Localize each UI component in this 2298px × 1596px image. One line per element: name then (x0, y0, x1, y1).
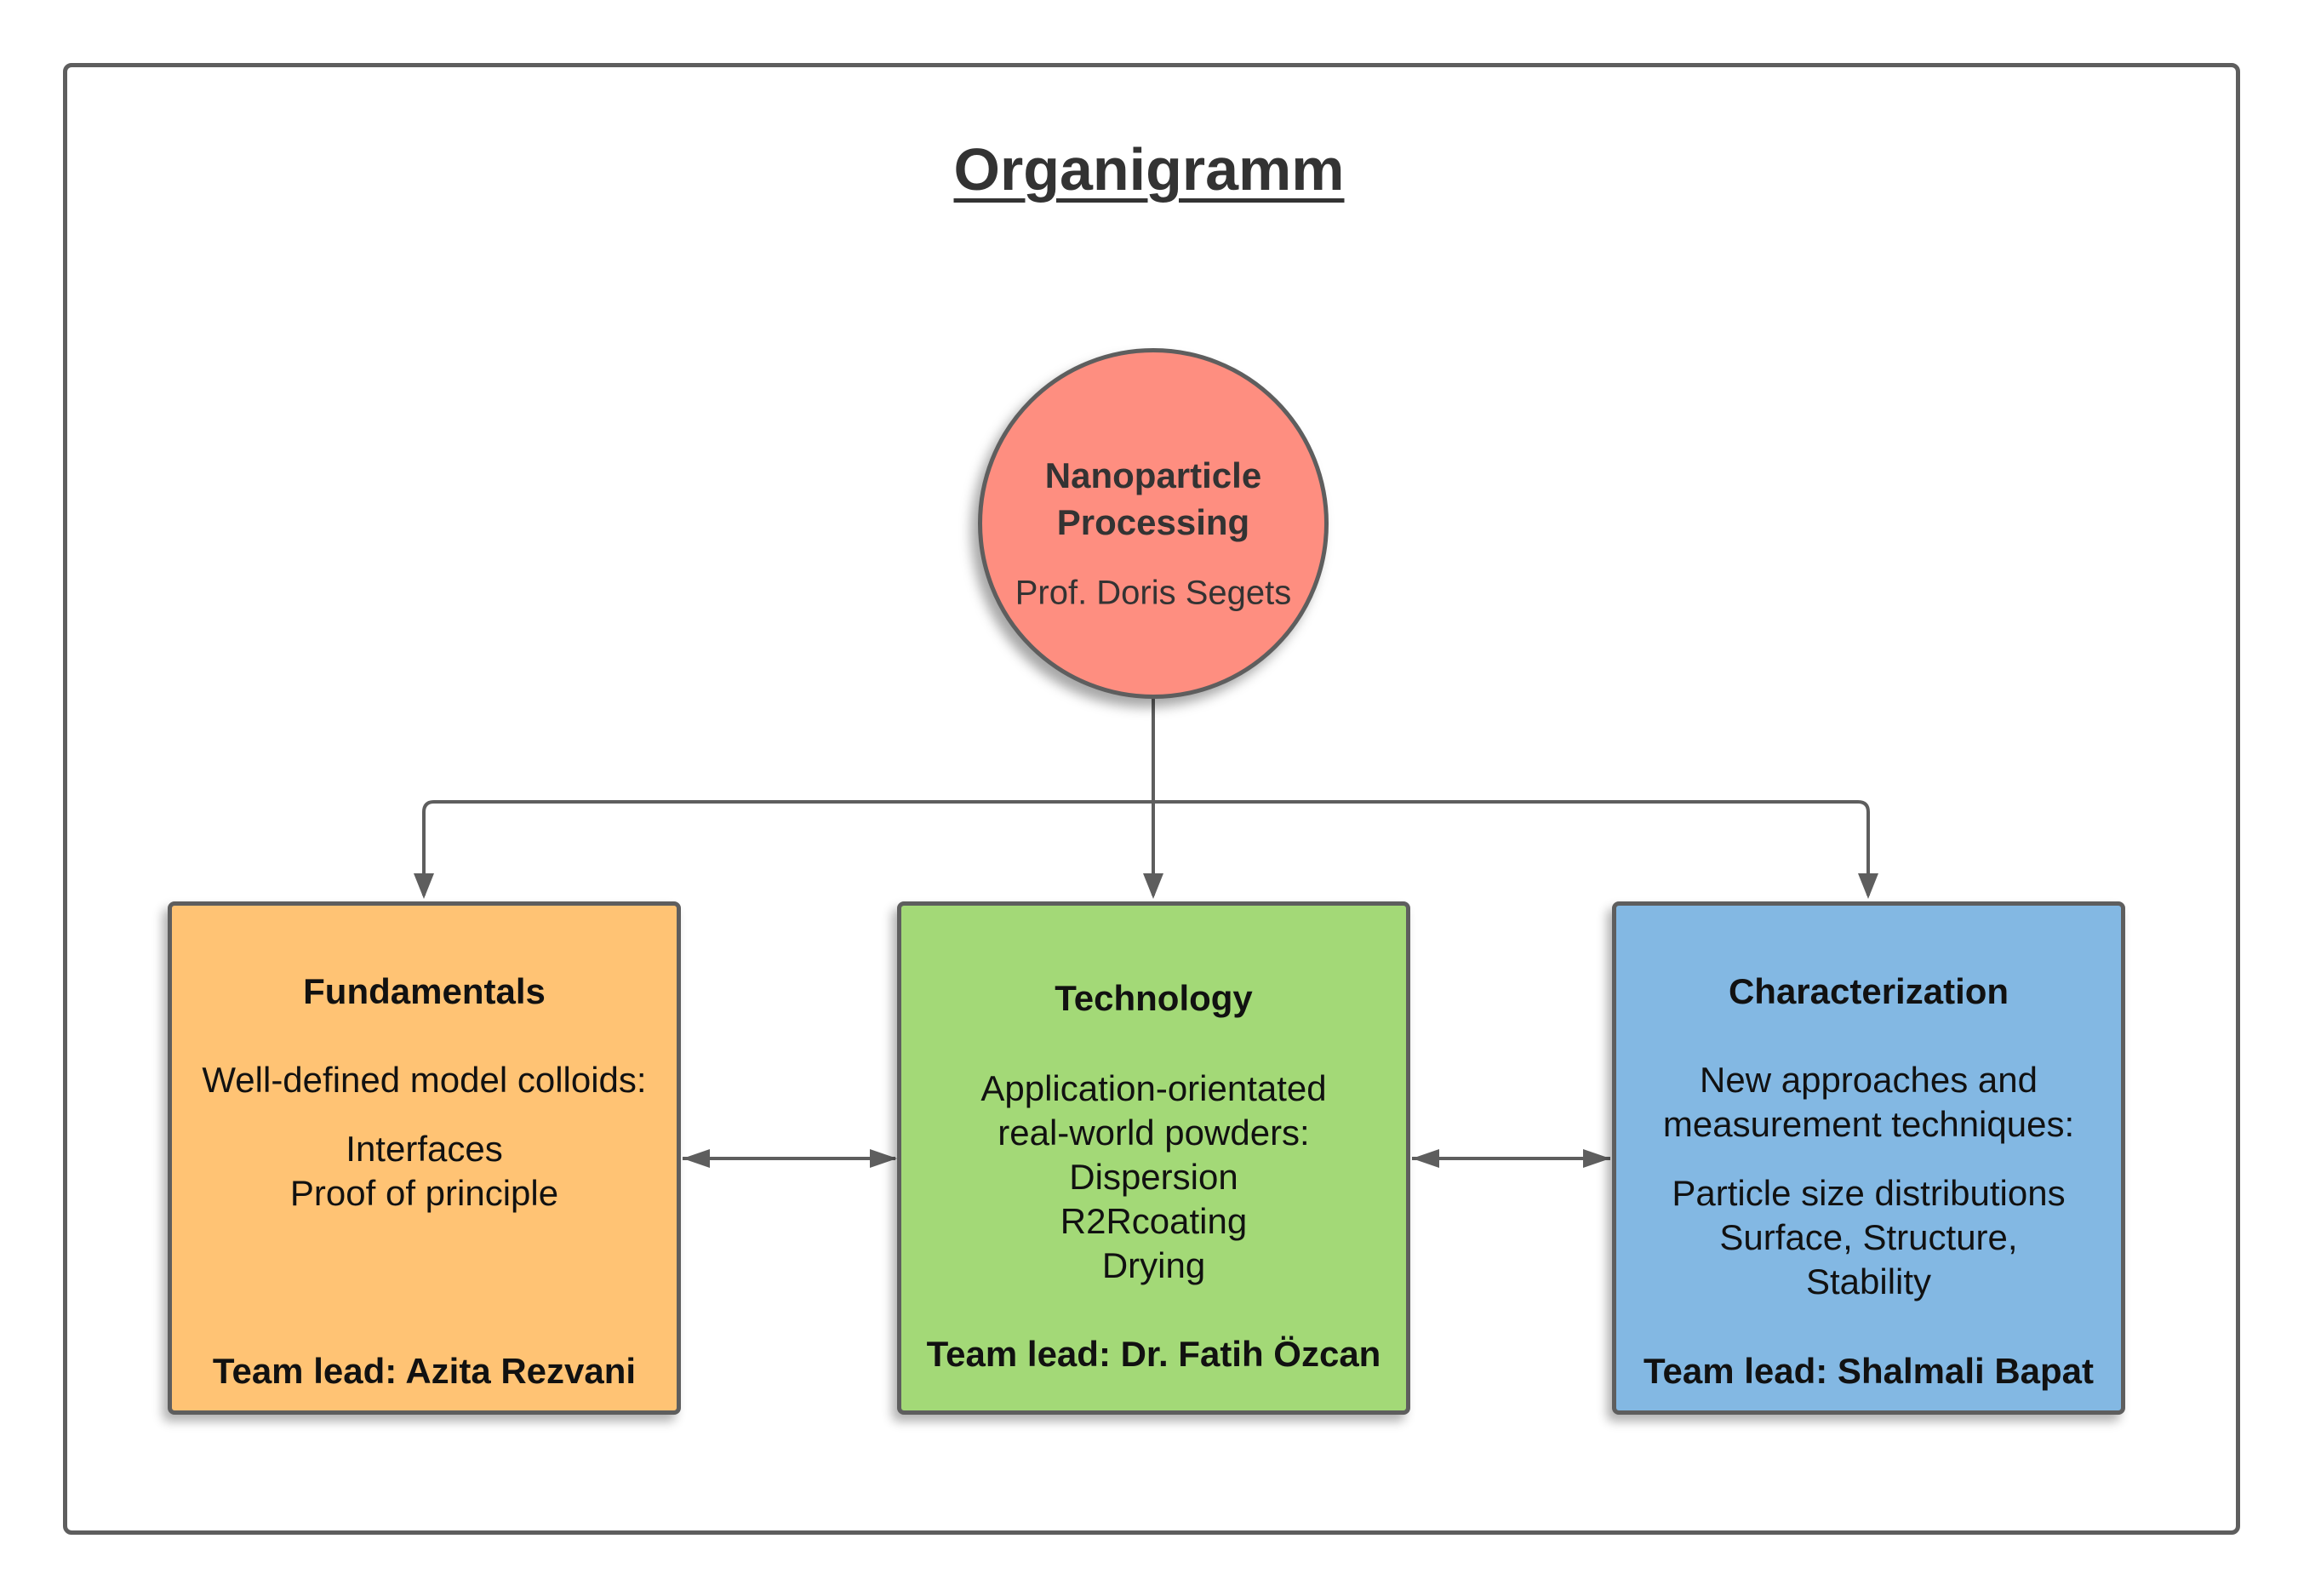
team-lead: Team lead: Dr. Fatih Özcan (926, 1334, 1381, 1374)
group-line: Proof of principle (289, 1173, 559, 1213)
connector-to-fundamentals (420, 800, 1153, 896)
group-line: Surface, Structure, (1719, 1217, 2018, 1257)
group-title: Fundamentals (303, 971, 546, 1011)
group-line: Particle size distributions (1672, 1173, 2066, 1213)
group-line: New approaches and (1700, 1060, 2038, 1100)
group-line: Interfaces (346, 1129, 503, 1169)
arrowhead-right-1 (870, 1149, 897, 1168)
group-line: Application-orientated (980, 1068, 1327, 1108)
group-line: Well-defined model colloids: (202, 1060, 647, 1100)
team-lead: Team lead: Shalmali Bapat (1643, 1351, 2095, 1391)
arrowhead-left-2 (1412, 1149, 1439, 1168)
root-name-line1: Nanoparticle (1044, 455, 1262, 495)
team-lead: Team lead: Azita Rezvani (212, 1351, 637, 1391)
group-line: real-world powders: (998, 1113, 1310, 1153)
root-node-nanoparticle-processing: Nanoparticle Processing Prof. Doris Sege… (978, 348, 1329, 699)
arrowhead-fundamentals (414, 873, 434, 899)
group-line: Drying (1101, 1245, 1206, 1285)
root-name-line2: Processing (1056, 502, 1250, 542)
group-technology: Technology Application-orientated real-w… (897, 901, 1410, 1415)
group-line: R2Rcoating (1060, 1201, 1248, 1241)
group-title: Technology (1055, 978, 1253, 1018)
group-line: Stability (1805, 1261, 1932, 1301)
arrowhead-technology (1143, 873, 1163, 899)
arrowhead-characterization (1858, 873, 1878, 899)
arrowhead-right-2 (1583, 1149, 1610, 1168)
root-head: Prof. Doris Segets (1015, 574, 1292, 612)
connector-to-characterization (1153, 800, 1870, 895)
group-line: Dispersion (1069, 1157, 1238, 1197)
arrowhead-left-1 (683, 1149, 710, 1168)
group-fundamentals: Fundamentals Well-defined model colloids… (168, 901, 681, 1415)
group-characterization: Characterization New approaches and meas… (1612, 901, 2125, 1415)
group-title: Characterization (1728, 971, 2009, 1011)
diagram-frame (63, 63, 2240, 1535)
page-title: Organigramm (953, 136, 1345, 203)
group-line: measurement techniques: (1662, 1104, 2075, 1144)
